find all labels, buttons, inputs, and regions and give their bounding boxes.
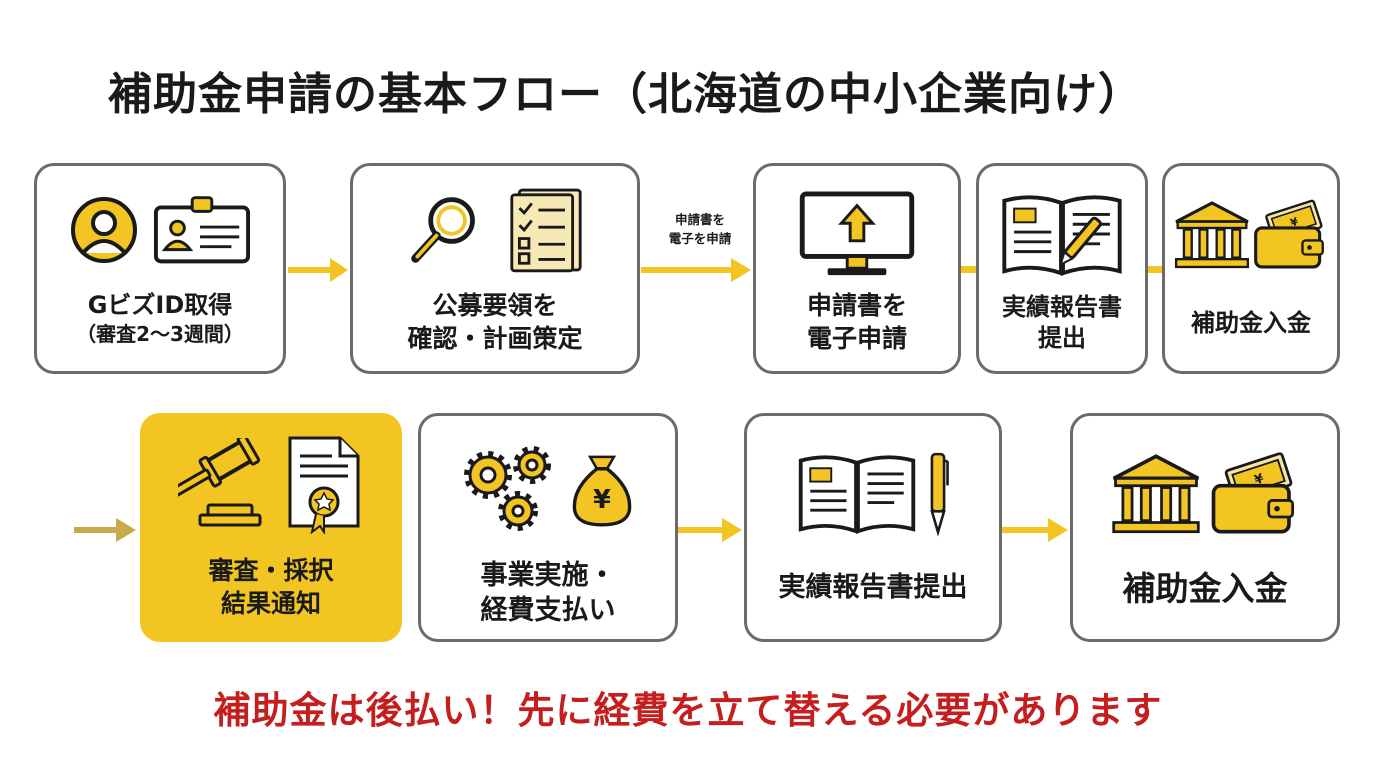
step-label: 補助金入金 <box>1191 309 1311 337</box>
step-sublabel: 電子申請 <box>806 323 907 353</box>
step-report-bottom: 実績報告書提出 <box>744 413 1002 642</box>
step-implementation: 事業実施・ 経費支払い <box>418 413 678 642</box>
connector-line <box>1148 266 1162 273</box>
certificate-icon <box>284 434 364 534</box>
step-label: GビズID取得 <box>87 291 233 319</box>
magnifier-icon <box>406 192 482 268</box>
pen-icon <box>925 447 951 541</box>
user-circle-icon <box>69 195 139 265</box>
yen-money-bag-icon <box>568 449 636 531</box>
open-book-icon <box>795 451 919 537</box>
arrow-annotation: 申請書を 電子を申請 <box>668 212 732 246</box>
step-e-application: 申請書を 電子申請 <box>753 163 961 374</box>
wallet-money-icon <box>1208 451 1300 537</box>
arrow-right-icon <box>74 518 136 542</box>
step-guidelines: 公募要領を 確認・計画策定 <box>350 163 640 374</box>
step-review-adoption: 審査・採択 結果通知 <box>140 413 402 642</box>
arrow-right-icon <box>1002 518 1068 542</box>
step-report-top: 実績報告書 提出 <box>976 163 1148 374</box>
open-book-pen-icon <box>998 191 1126 279</box>
gavel-icon <box>178 438 278 530</box>
checklist-document-icon <box>508 186 584 274</box>
step-label: 事業実施・ <box>480 560 616 591</box>
bank-icon <box>1110 451 1202 537</box>
step-gbizid: GビズID取得 （審査2〜3週間） <box>34 163 286 374</box>
wallet-money-icon <box>1251 198 1329 272</box>
step-label: 公募要領を <box>432 291 558 320</box>
step-sublabel: 経費支払い <box>480 595 616 627</box>
step-label: 審査・採択 <box>208 556 334 585</box>
connector-line <box>961 266 976 273</box>
arrow-right-icon <box>678 518 742 542</box>
step-label: 実績報告書提出 <box>778 572 968 603</box>
arrow-right-icon <box>641 258 751 282</box>
gears-icon <box>460 445 560 535</box>
page-title: 補助金申請の基本フロー（北海道の中小企業向け） <box>108 69 1143 120</box>
id-card-icon <box>153 195 251 265</box>
step-sublabel: 提出 <box>1038 324 1086 353</box>
step-sublabel: 結果通知 <box>220 588 321 618</box>
step-payment-bottom: 補助金入金 <box>1070 413 1340 642</box>
step-label: 申請書を <box>806 291 907 320</box>
step-label: 補助金入金 <box>1122 569 1288 608</box>
step-payment-top: 補助金入金 <box>1162 163 1340 374</box>
arrow-right-icon <box>288 258 348 282</box>
bank-icon <box>1173 198 1251 272</box>
step-sublabel: 確認・計画策定 <box>407 323 583 353</box>
step-sublabel: （審査2〜3週間） <box>76 322 244 347</box>
monitor-upload-icon <box>798 190 916 278</box>
warning-text: 補助金は後払い！先に経費を立て替える必要があります <box>213 689 1163 732</box>
step-label: 実績報告書 <box>1002 293 1122 321</box>
